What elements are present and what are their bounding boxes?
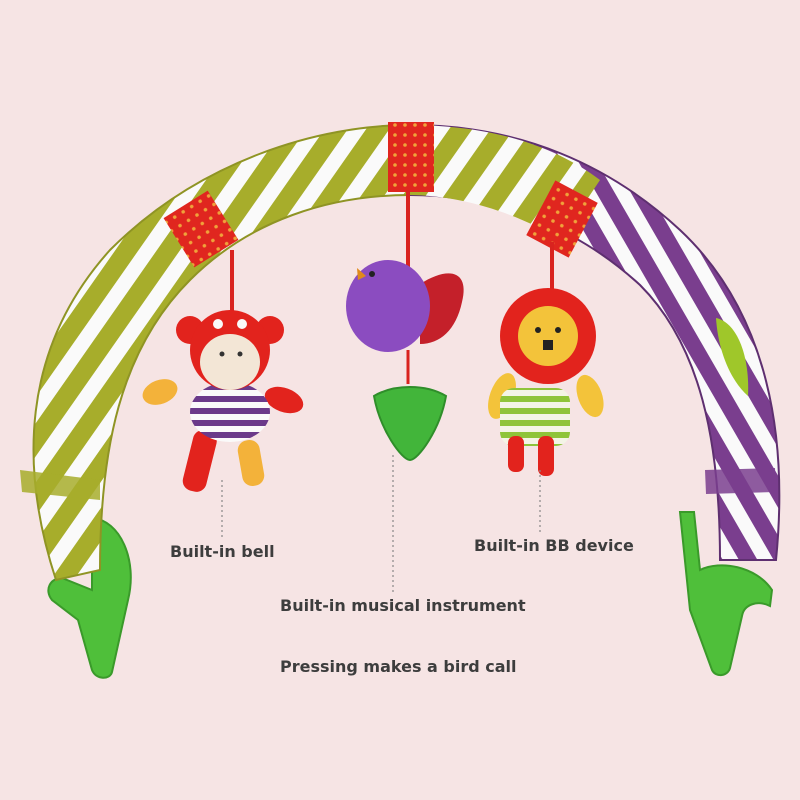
right-clip (678, 511, 774, 676)
lion-toy (488, 288, 604, 476)
caption-built-in-bell: Built-in bell (170, 542, 275, 561)
left-clip (47, 516, 132, 679)
strap-left (163, 190, 239, 268)
caption-built-in-musical-instrument: Built-in musical instrument (280, 596, 526, 615)
caption-bird-call: Pressing makes a bird call (280, 657, 517, 676)
bird-toy (346, 260, 464, 462)
caption-built-in-bb-device: Built-in BB device (474, 536, 634, 555)
strap-right (526, 180, 598, 258)
monkey-toy (142, 310, 304, 492)
fabric-tag (716, 318, 749, 396)
strap-center (388, 122, 434, 192)
arch-tube (20, 123, 781, 582)
